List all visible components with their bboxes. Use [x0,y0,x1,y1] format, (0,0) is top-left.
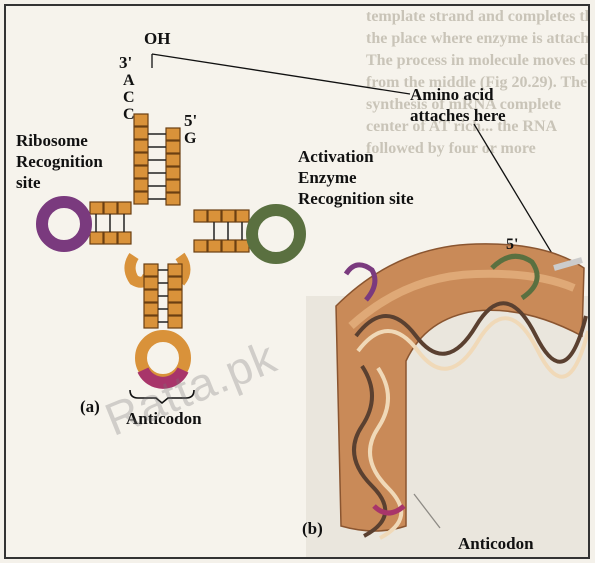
anticodon-b-label: Anticodon [458,533,534,554]
base-c1-label: C [123,89,135,107]
panel-b-label: (b) [302,518,323,539]
oh-pointer-line [152,54,410,94]
right-arm [194,210,249,252]
three-prime-label: 3' [119,52,132,73]
panel-a-label: (a) [80,396,100,417]
oh-label: OH [144,28,170,49]
five-prime-b-label: 5' [506,236,518,254]
base-g-label: G [184,130,196,148]
activation-loop [252,210,300,258]
five-prime-label: 5' [184,110,197,131]
base-a-label: A [123,72,135,90]
trna-3d-model [306,244,590,559]
activation-site-label: Activation Enzyme Recognition site [298,146,414,209]
ribosome-loop [42,202,86,246]
base-c2-label: C [123,106,135,124]
ribosome-site-label: Ribosome Recognition site [16,130,103,193]
figure-frame: template strand and completes the the pl… [4,4,590,559]
amino-acid-label: Amino acid attaches here [410,84,506,126]
